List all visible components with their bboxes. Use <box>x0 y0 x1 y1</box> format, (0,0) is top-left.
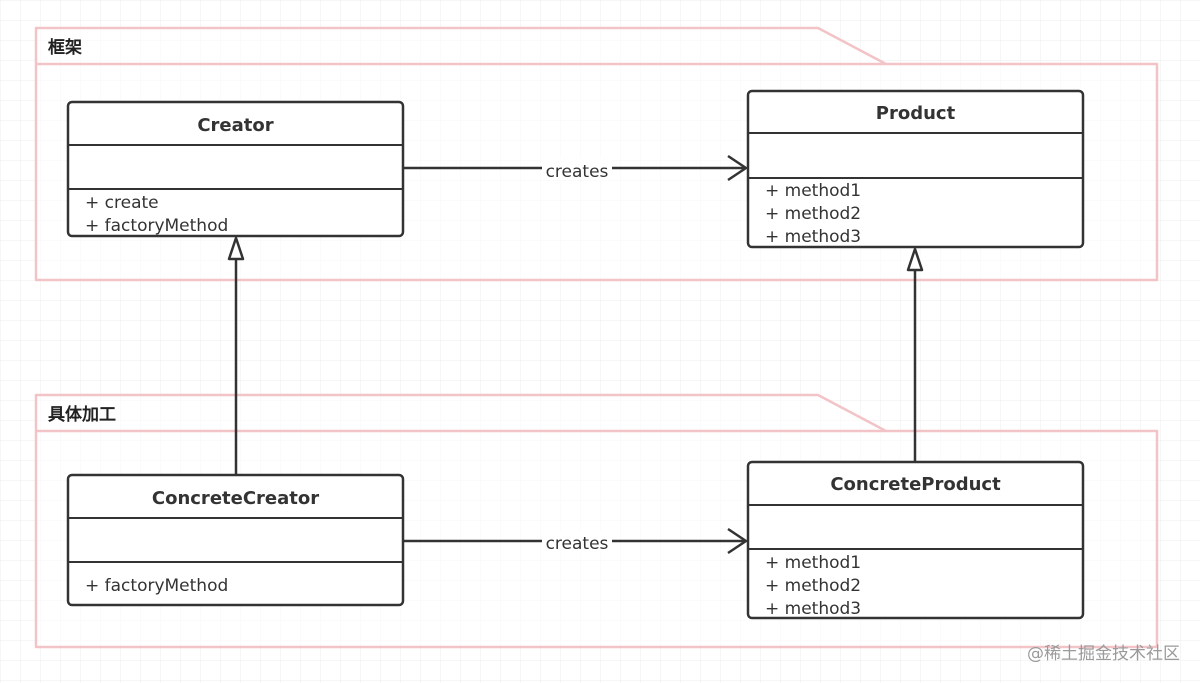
class-creator-method-2: + factoryMethod <box>85 216 228 236</box>
class-creator[interactable]: Creator + create + factoryMethod <box>66 100 405 238</box>
class-product-method-3: + method3 <box>765 227 861 247</box>
relation-concrete-creates-label-bg <box>542 531 612 553</box>
class-concrete-product-name: ConcreteProduct <box>830 474 1001 495</box>
relation-framework-creates-label-bg <box>542 158 612 180</box>
class-creator-name: Creator <box>197 115 273 136</box>
class-product-method-1: + method1 <box>765 181 861 201</box>
relation-framework-creates[interactable]: creates <box>403 154 748 182</box>
class-concrete-creator[interactable]: ConcreteCreator + factoryMethod <box>66 473 405 607</box>
class-creator-method-1: + create <box>85 193 159 213</box>
class-product-method-2: + method2 <box>765 204 861 224</box>
class-concrete-product-method-2: + method2 <box>765 576 861 596</box>
package-concrete-label: 具体加工 <box>47 404 116 425</box>
class-concrete-creator-name: ConcreteCreator <box>152 488 319 509</box>
class-product[interactable]: Product + method1 + method2 + method3 <box>746 89 1085 249</box>
relation-framework-creates-arrowhead <box>727 154 748 182</box>
relation-creator-generalization[interactable] <box>227 236 245 475</box>
relation-creator-generalization-arrowhead <box>227 236 245 261</box>
relation-product-generalization-arrowhead <box>906 247 924 272</box>
relation-concrete-creates-arrowhead <box>727 527 748 555</box>
package-framework-label: 框架 <box>48 37 82 58</box>
class-product-name: Product <box>876 103 956 124</box>
watermark-text: @稀土掘金技术社区 <box>1027 644 1180 664</box>
class-concrete-product[interactable]: ConcreteProduct + method1 + method2 + me… <box>746 460 1085 620</box>
class-concrete-creator-method-1: + factoryMethod <box>85 576 228 596</box>
relation-concrete-creates-label: creates <box>546 534 609 554</box>
class-product-box <box>746 89 1085 249</box>
class-concrete-product-method-1: + method1 <box>765 553 861 573</box>
relation-framework-creates-label: creates <box>546 162 609 182</box>
relation-product-generalization[interactable] <box>906 247 924 462</box>
relation-concrete-creates[interactable]: creates <box>403 527 748 555</box>
class-concrete-product-method-3: + method3 <box>765 599 861 619</box>
